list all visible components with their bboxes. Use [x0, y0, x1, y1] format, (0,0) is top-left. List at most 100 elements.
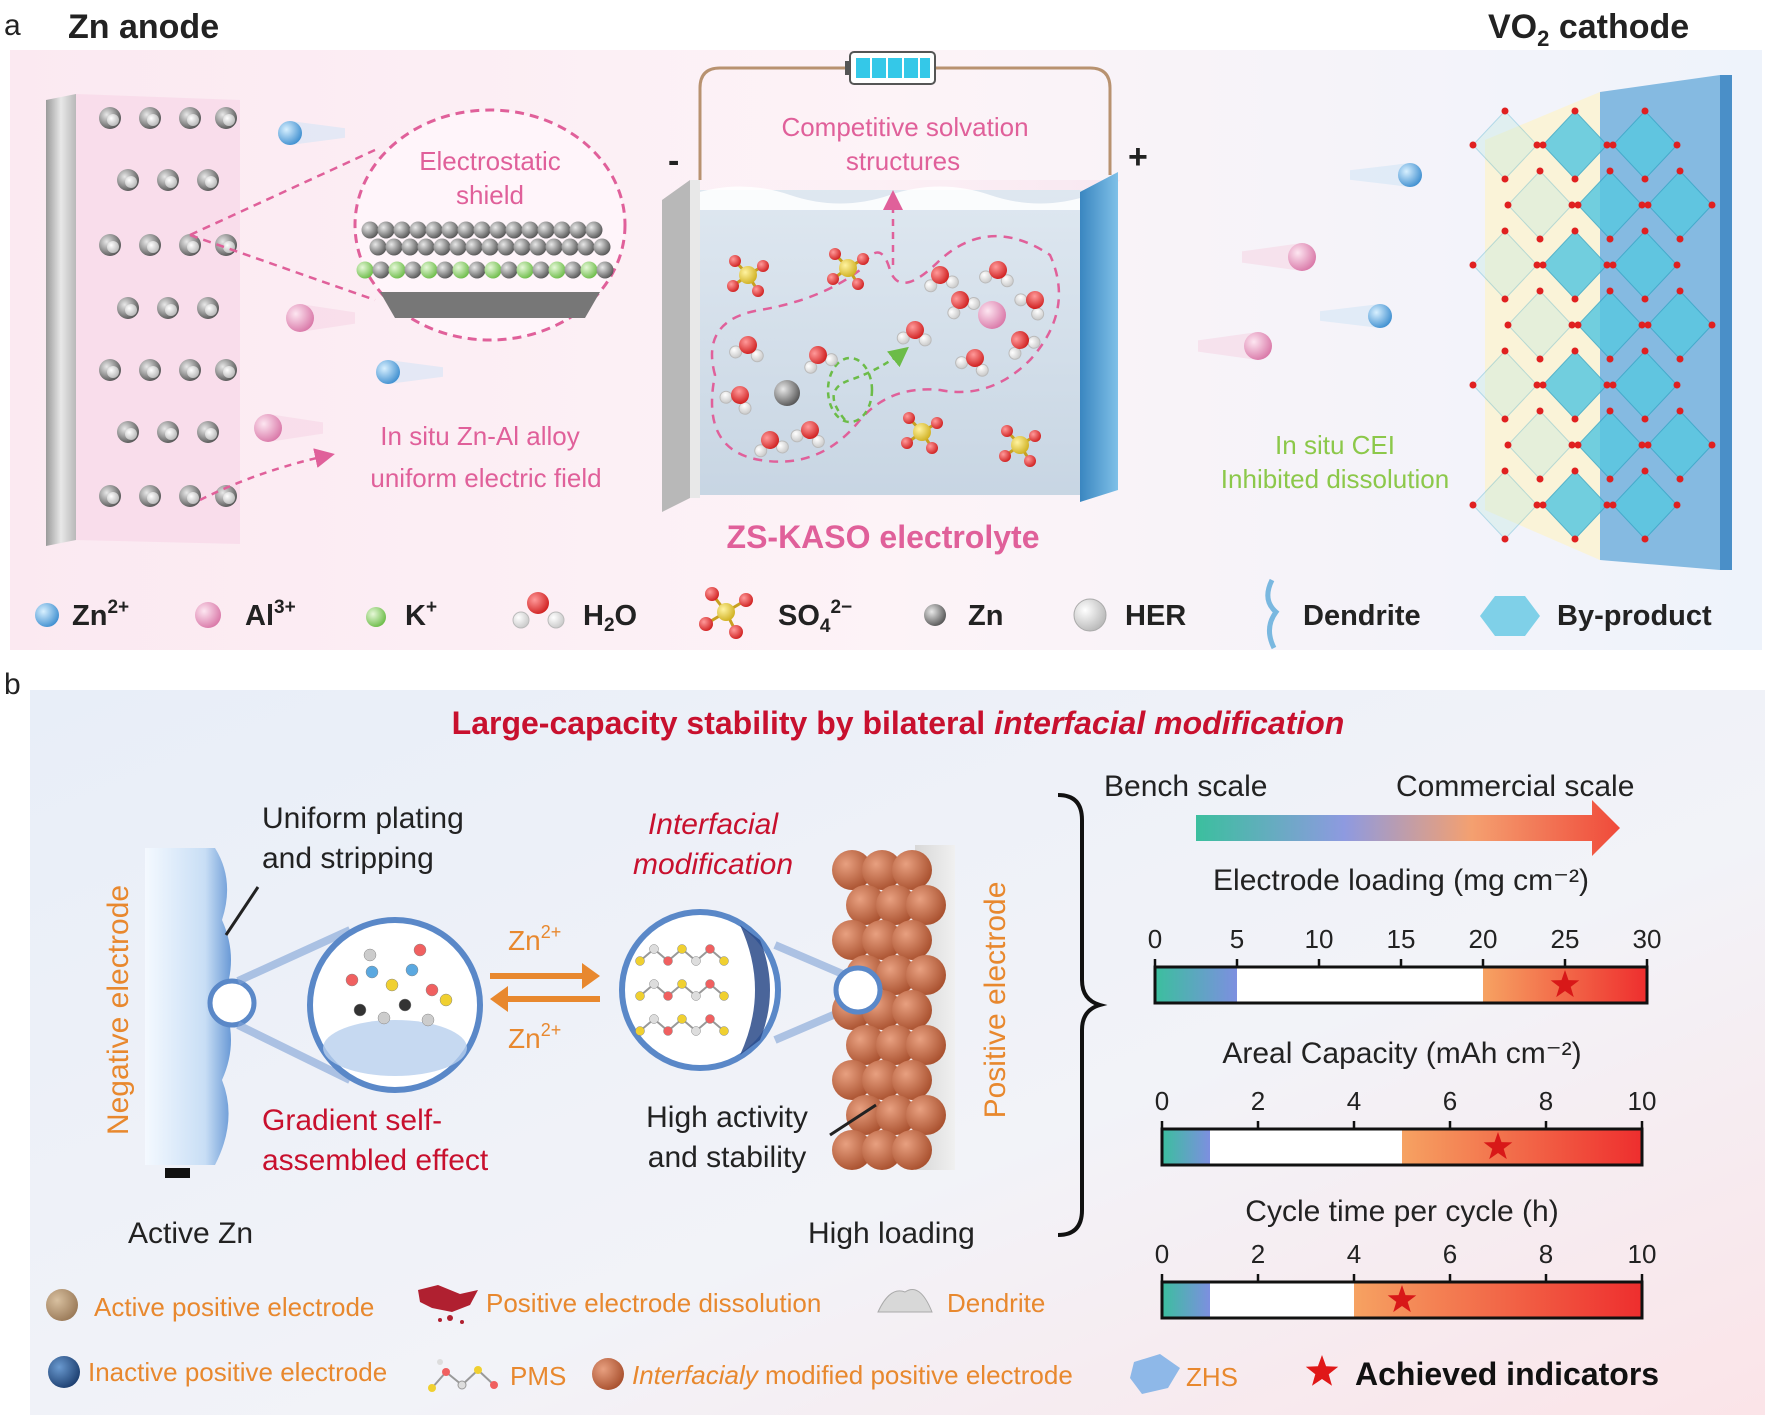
oxygen-atom [931, 266, 949, 284]
positive-particle [906, 1095, 946, 1135]
high-activity-label-line1: High activity [646, 1101, 808, 1134]
oxygen-vertex [1673, 141, 1681, 149]
legend-active-positive-icon [46, 1289, 78, 1321]
negative-zoom-cone [236, 926, 352, 1084]
hydrogen-atom [729, 345, 743, 359]
oxygen-atom [951, 291, 969, 309]
anode-her-bubble [147, 241, 159, 253]
oxygen-atom [1029, 430, 1041, 442]
vo2-cathode-title: VO2 cathode [1488, 8, 1689, 51]
shield-zn-ion [593, 238, 611, 256]
zoom-atom [345, 973, 359, 987]
oxygen-atom [852, 278, 864, 290]
anode-her-bubble [107, 366, 119, 378]
legend-zn2-label: Zn2+ [72, 597, 129, 632]
hydrogen-atom [967, 297, 981, 311]
sulfate-ion [999, 425, 1041, 467]
anode-her-bubble [107, 492, 119, 504]
minus-terminal: - [668, 142, 679, 180]
shield-zn-ion [457, 221, 475, 239]
negative-electrode-label: Negative electrode [102, 885, 135, 1135]
oxygen-vertex [1676, 235, 1684, 243]
positive-particle [832, 850, 872, 890]
cathode-free-ions [1198, 163, 1422, 360]
shield-zn-ion [585, 221, 603, 239]
legend-inactive-positive-label: Inactive positive electrode [88, 1357, 387, 1387]
oxygen-vertex [1641, 175, 1649, 183]
zoom-atom [425, 983, 439, 997]
al3-ion-trail [1242, 243, 1302, 271]
interfacial-label-line1: Interfacial [648, 808, 779, 841]
high-activity-label-line2: and stability [648, 1141, 806, 1174]
legend-k-icon [366, 607, 386, 627]
oxygen-vertex [1606, 407, 1614, 415]
oxygen-vertex [1644, 321, 1652, 329]
uniform-pointer [224, 886, 260, 936]
scale-bar-tick-label: 25 [1551, 924, 1580, 954]
oxygen-vertex [1571, 535, 1579, 543]
hydrogen-atom [1031, 307, 1045, 321]
oxygen-atom [752, 285, 764, 297]
zoom-atom [363, 948, 377, 962]
al3-ion-trail [268, 414, 323, 442]
pms-atom [677, 944, 687, 954]
positive-particle [846, 1025, 886, 1065]
panel-a-legend: Zn2+ Al3+ K+ H2O SO42− [35, 578, 1712, 650]
legend-achieved-label: Achieved indicators [1355, 1356, 1659, 1392]
scale-bar-tick-label: 6 [1443, 1086, 1457, 1116]
positive-particle [862, 850, 902, 890]
oxygen-vertex [1536, 475, 1544, 483]
hydrogen-atom [790, 429, 804, 443]
legend-so4-label: SO42− [778, 597, 852, 637]
oxygen-vertex [1571, 175, 1579, 183]
positive-particle [892, 1060, 932, 1100]
hydrogen-atom [945, 275, 959, 289]
legend-pms-label: PMS [510, 1361, 566, 1391]
electrolyte-label: ZS-KASO electrolyte [727, 519, 1040, 555]
positive-electrode-diagram: Interfacial modification Positive electr… [619, 808, 1012, 1250]
legend-so4-icon [699, 587, 753, 639]
water-molecule [804, 346, 838, 374]
oxygen-atom [829, 248, 841, 260]
anode-her-bubble [187, 114, 199, 126]
shield-k-ion [468, 261, 486, 279]
scale-bar-tick-label: 4 [1347, 1086, 1361, 1116]
cell-cathode-plate [1080, 172, 1118, 502]
scale-bar-bench-segment [1162, 1282, 1210, 1318]
oxygen-vertex [1603, 501, 1611, 509]
oxygen-vertex [1641, 415, 1649, 423]
positive-zoom-spot [833, 965, 883, 1015]
oxygen-vertex [1603, 141, 1611, 149]
shield-zn-ion [497, 238, 515, 256]
scale-bar-frame [1160, 1127, 1644, 1167]
anode-her-bubble [125, 304, 137, 316]
al3-ion [286, 304, 314, 332]
water-molecule [729, 336, 764, 363]
positive-particle [892, 920, 932, 960]
pms-atom [705, 979, 715, 989]
positive-particle [892, 1130, 932, 1170]
zn-anode [46, 94, 240, 546]
zn2-ion-trail [290, 121, 345, 145]
oxygen-vertex [1609, 261, 1617, 269]
anode-her-bubble [147, 114, 159, 126]
oxygen-vertex [1469, 381, 1477, 389]
zn2-ion [1368, 304, 1392, 328]
oxygen-vertex [1536, 407, 1544, 415]
scale-bar-tick-label: 0 [1155, 1086, 1169, 1116]
anode-her-bubble [223, 114, 235, 126]
anode-her-bubble [205, 428, 217, 440]
cell-anode-edge [690, 180, 700, 498]
legend-her-icon [1073, 598, 1107, 632]
wire-left [698, 66, 850, 180]
shield-zn-ion [513, 238, 531, 256]
legend-her-label: HER [1125, 600, 1186, 632]
oxygen-atom [857, 253, 869, 265]
scale-bar-title: Cycle time per cycle (h) [1245, 1195, 1558, 1228]
oxygen-vertex [1501, 227, 1509, 235]
sulfur-atom [839, 259, 857, 277]
sulfur-atom [1011, 436, 1029, 454]
oxygen-vertex [1603, 381, 1611, 389]
